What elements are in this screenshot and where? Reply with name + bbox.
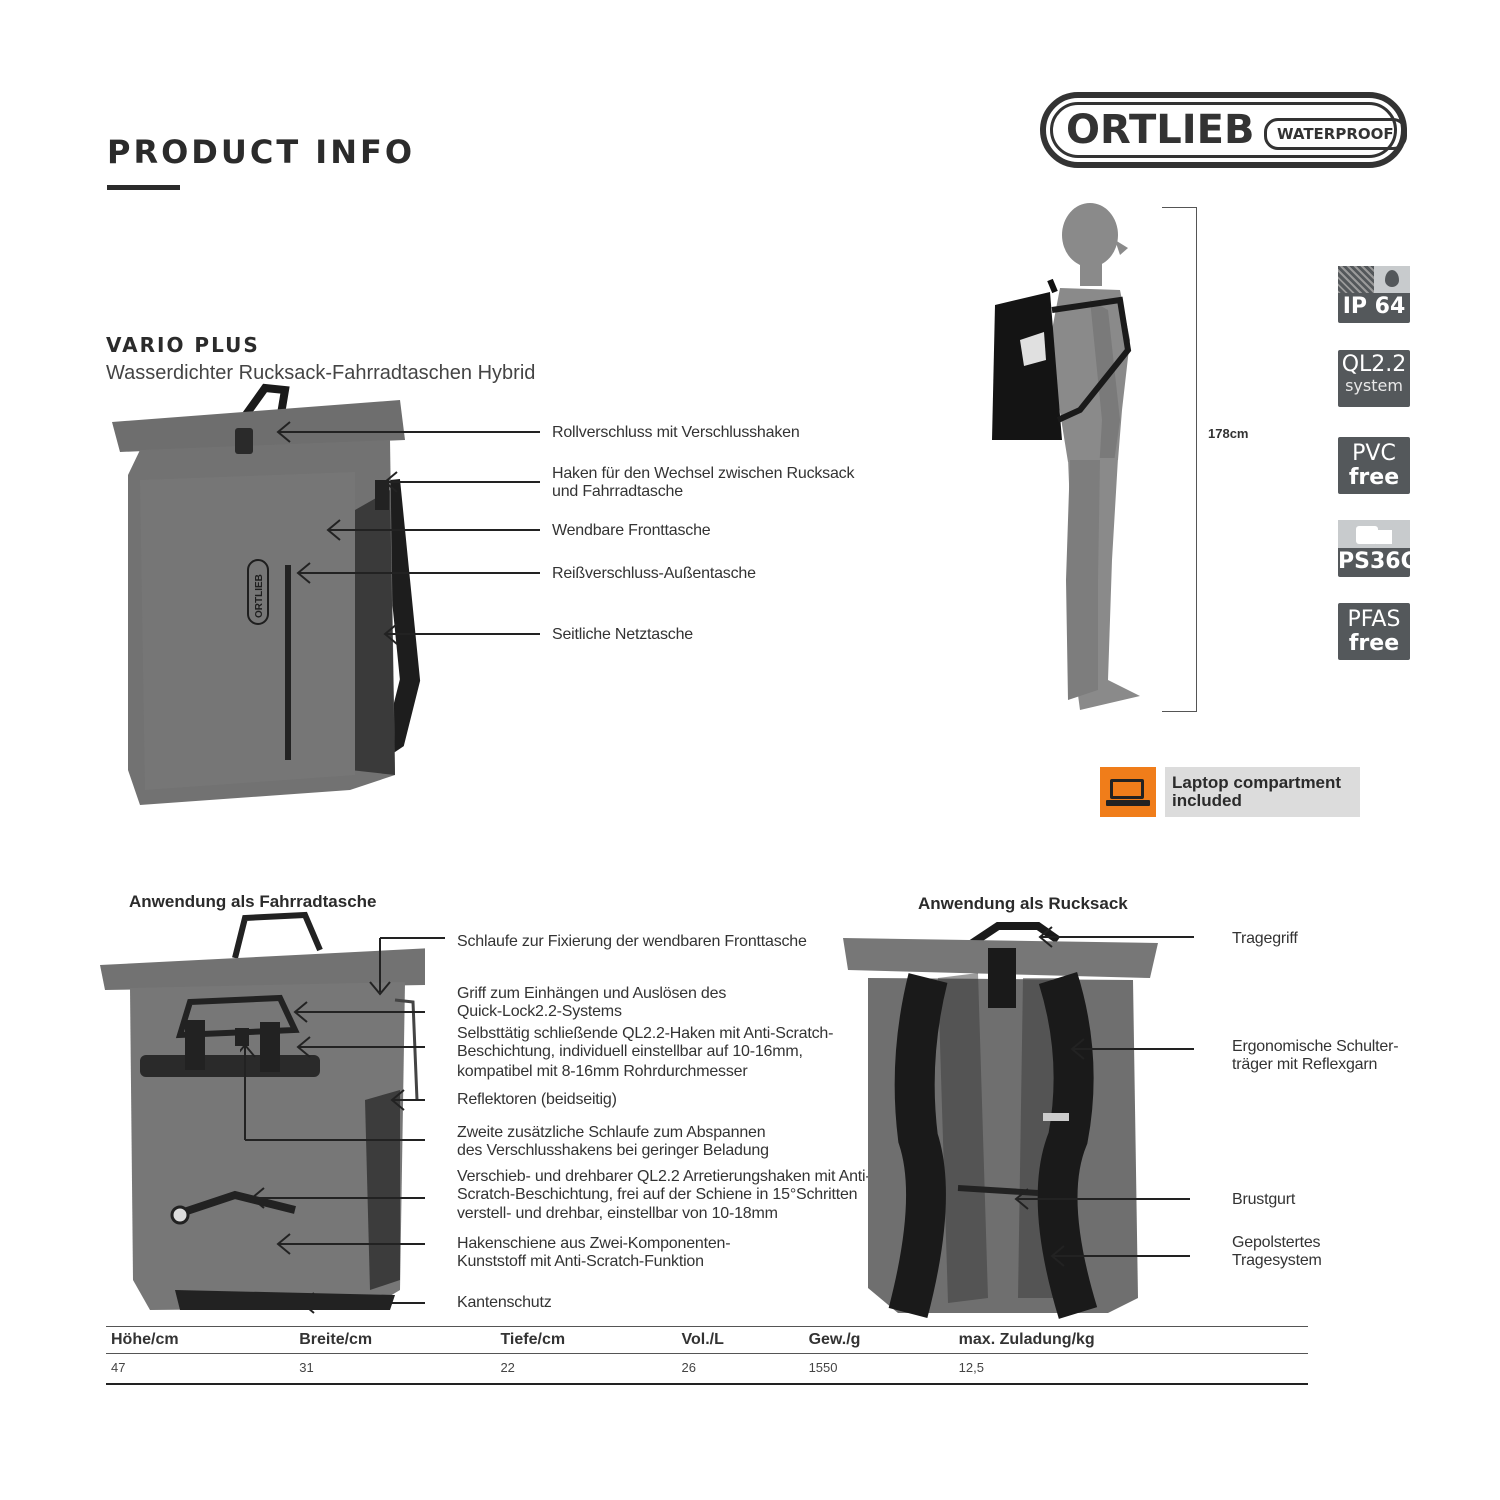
laptop-line1: Laptop compartment [1172, 773, 1342, 792]
person-silhouette [992, 203, 1140, 710]
specs-value-row: 47 31 22 26 1550 12,5 [106, 1353, 1308, 1385]
ip-label: IP 64 [1342, 294, 1406, 319]
bike-callout-arrows [240, 937, 445, 1314]
bike-callout-hooks-3: kompatibel mit 8-16mm Rohrdurchmesser [457, 1063, 748, 1080]
spec-value-weight: 1550 [803, 1353, 954, 1385]
bike-callout-loop: Schlaufe zur Fixierung der wendbaren Fro… [457, 933, 807, 950]
top-callout-arrows [276, 421, 540, 645]
bike-callout-lockhook-1: Verschieb- und drehbarer QL2.2 Arretieru… [457, 1168, 871, 1185]
mesh-icon [1338, 266, 1374, 293]
spec-header-volume: Vol./L [676, 1326, 804, 1354]
pvc-free-label: free [1348, 465, 1400, 490]
bike-callout-loop2-2: des Verschlusshakens bei geringer Beladu… [457, 1142, 769, 1159]
backpack-callout-padded-1: Gepolstertes [1232, 1234, 1321, 1251]
bike-callout-hooks-1: Selbsttätig schließende QL2.2-Haken mit … [457, 1025, 834, 1042]
pvc-free-badge: PVC free [1338, 437, 1410, 494]
bike-callout-edge: Kantenschutz [457, 1294, 552, 1311]
height-bracket [1162, 207, 1197, 712]
height-label: 178cm [1208, 426, 1249, 441]
backpack-callout-arrows [1014, 926, 1194, 1267]
laptop-badge: Laptop compartment included [1100, 767, 1360, 817]
water-drop-icon [1374, 266, 1410, 293]
bag-back-backpack-image [843, 922, 1158, 1319]
ps-label: PS36C [1338, 549, 1417, 574]
bike-callout-loop2-1: Zweite zusätzliche Schlaufe zum Abspanne… [457, 1124, 766, 1141]
brand-name: ORTLIEB [1066, 107, 1255, 153]
spec-value-volume: 26 [676, 1353, 804, 1385]
spec-value-height: 47 [106, 1353, 295, 1385]
title-underline [107, 185, 180, 190]
callout-roll-closure: Rollverschluss mit Verschlusshaken [552, 424, 800, 441]
laptop-line2: included [1172, 791, 1242, 810]
bike-callout-rail-1: Hakenschiene aus Zwei-Komponenten- [457, 1235, 731, 1252]
spec-value-width: 31 [294, 1353, 496, 1385]
bag-back-bike-image [100, 911, 425, 1310]
brand-tag: WATERPROOF [1264, 118, 1407, 150]
pfas-free-badge: PFAS free [1338, 603, 1410, 660]
product-subtitle: Wasserdichter Rucksack-Fahrradtaschen Hy… [106, 362, 536, 384]
ortlieb-logo: ORTLIEB WATERPROOF [1040, 92, 1407, 168]
callout-zip-pocket: Reißverschluss-Außentasche [552, 565, 756, 582]
specs-header-row: Höhe/cm Breite/cm Tiefe/cm Vol./L Gew./g… [106, 1326, 1308, 1354]
spec-header-width: Breite/cm [294, 1326, 496, 1354]
bike-section-title: Anwendung als Fahrradtasche [129, 892, 377, 911]
backpack-callout-chest: Brustgurt [1232, 1191, 1296, 1208]
fabric-roll-icon [1338, 520, 1410, 548]
spec-header-height: Höhe/cm [106, 1326, 295, 1354]
bike-callout-reflectors: Reflektoren (beidseitig) [457, 1091, 617, 1108]
backpack-callout-straps-1: Ergonomische Schulter- [1232, 1038, 1399, 1055]
ip64-badge: IP 64 [1338, 266, 1410, 323]
callout-switch-hook-line1: Haken für den Wechsel zwischen Rucksack [552, 465, 855, 482]
backpack-callout-padded-2: Tragesystem [1232, 1252, 1322, 1269]
ql-label: QL2.2 [1341, 352, 1407, 377]
backpack-callout-straps-2: träger mit Reflexgarn [1232, 1056, 1378, 1073]
callout-switch-hook-line2: und Fahrradtasche [552, 483, 683, 500]
spec-value-max-load: 12,5 [953, 1353, 1308, 1385]
callout-side-mesh: Seitliche Netztasche [552, 626, 693, 643]
bike-callout-lockhook-2: Scratch-Beschichtung, frei auf der Schie… [457, 1186, 858, 1203]
bike-callout-handle-1: Griff zum Einhängen und Auslösen des [457, 985, 727, 1002]
bike-callout-handle-2: Quick-Lock2.2-Systems [457, 1003, 622, 1020]
page-title: PRODUCT INFO [107, 133, 416, 171]
bike-callout-hooks-2: Beschichtung, individuell einstellbar au… [457, 1043, 803, 1060]
spec-header-weight: Gew./g [803, 1326, 954, 1354]
specs-table: Höhe/cm Breite/cm Tiefe/cm Vol./L Gew./g… [106, 1326, 1308, 1385]
backpack-section-title: Anwendung als Rucksack [918, 894, 1128, 913]
laptop-icon [1100, 767, 1156, 817]
ps36c-badge: PS36C [1338, 520, 1417, 577]
pfas-free-label: free [1348, 631, 1400, 656]
pfas-label: PFAS [1347, 607, 1401, 632]
bag-logo-text: ORTLIEB [254, 574, 265, 618]
ql22-badge: QL2.2 system [1338, 350, 1410, 407]
bike-callout-lockhook-3: verstell- und drehbar, einstellbar von 1… [457, 1205, 778, 1222]
product-name: VARIO PLUS [106, 333, 260, 357]
spec-value-depth: 22 [495, 1353, 677, 1385]
backpack-callout-handle: Tragegriff [1232, 930, 1298, 947]
bike-callout-rail-2: Kunststoff mit Anti-Scratch-Funktion [457, 1253, 704, 1270]
pvc-label: PVC [1352, 441, 1396, 466]
spec-header-depth: Tiefe/cm [495, 1326, 677, 1354]
ql-system-label: system [1345, 376, 1403, 395]
spec-header-max-load: max. Zuladung/kg [953, 1326, 1308, 1354]
callout-reversible-pocket: Wendbare Fronttasche [552, 522, 711, 539]
